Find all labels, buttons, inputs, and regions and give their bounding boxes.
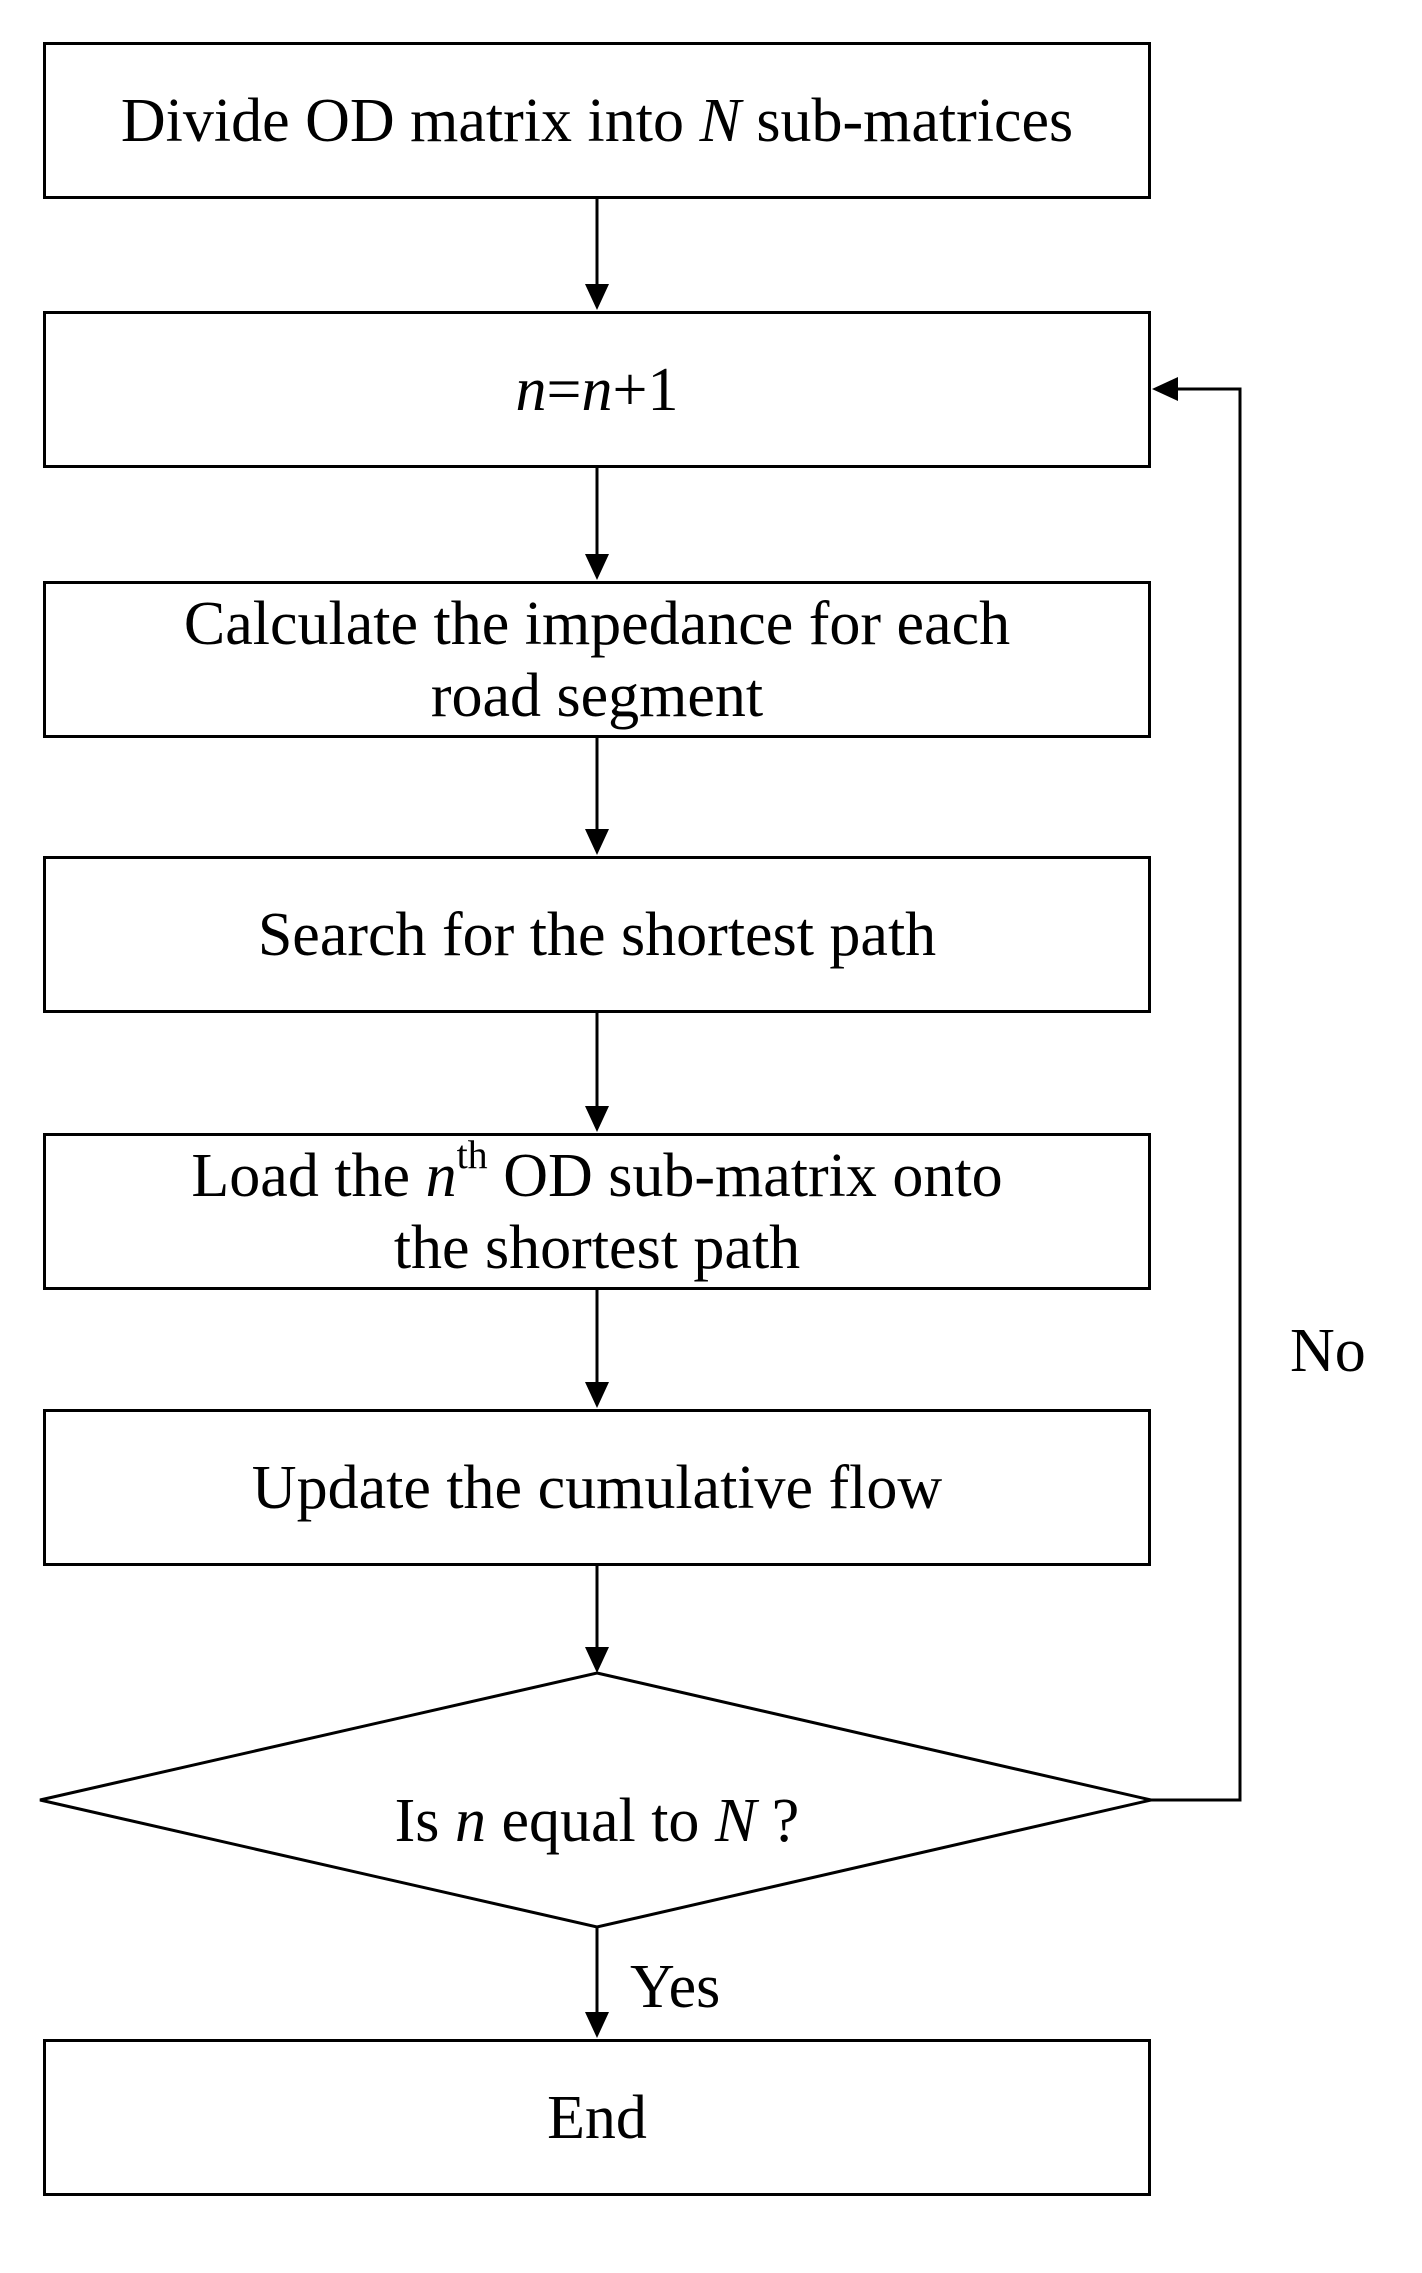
step-load-text-after: OD sub-matrix onto bbox=[487, 1141, 1003, 1210]
step-impedance-box: Calculate the impedance for each road se… bbox=[43, 581, 1151, 738]
decision-text-after: ? bbox=[756, 1787, 800, 1855]
arrow-update-to-decision bbox=[585, 1566, 609, 1673]
step-increment-var2: n bbox=[581, 355, 613, 424]
step-search-box: Search for the shortest path bbox=[43, 856, 1151, 1013]
step-increment-box: n=n+1 bbox=[43, 311, 1151, 468]
arrow-load-to-update bbox=[585, 1290, 609, 1408]
arrow-yes-to-end bbox=[585, 1927, 609, 2038]
step-divide-text-before: Divide OD matrix into bbox=[120, 86, 700, 155]
decision-text-before: Is bbox=[394, 1787, 455, 1855]
step-increment-eq: = bbox=[546, 355, 582, 424]
arrow-impedance-to-search bbox=[585, 738, 609, 855]
step-impedance-line1: Calculate the impedance for each bbox=[183, 589, 1011, 658]
step-end-box: End bbox=[43, 2039, 1151, 2196]
step-divide-var: N bbox=[699, 86, 741, 155]
step-search-label: Search for the shortest path bbox=[257, 900, 937, 969]
step-end-label: End bbox=[547, 2083, 647, 2152]
decision-var-N: N bbox=[714, 1787, 757, 1855]
step-load-line2: the shortest path bbox=[393, 1213, 801, 1282]
step-load-label: Load the nth OD sub-matrix onto the shor… bbox=[191, 1134, 1003, 1284]
arrow-no-loop-to-increment bbox=[1151, 377, 1242, 1802]
step-divide-text-after: sub-matrices bbox=[740, 86, 1074, 155]
arrow-divide-to-increment bbox=[585, 199, 609, 310]
branch-label-yes: Yes bbox=[630, 1953, 721, 2021]
step-update-box: Update the cumulative flow bbox=[43, 1409, 1151, 1566]
step-divide-label: Divide OD matrix into N sub-matrices bbox=[121, 85, 1073, 157]
decision-label: Is n equal to N ? bbox=[43, 1785, 1151, 1857]
step-load-text-before: Load the bbox=[191, 1141, 426, 1210]
step-load-box: Load the nth OD sub-matrix onto the shor… bbox=[43, 1133, 1151, 1290]
step-load-var: n bbox=[425, 1141, 457, 1210]
branch-label-no: No bbox=[1290, 1317, 1366, 1385]
step-load-sup: th bbox=[456, 1131, 488, 1177]
step-impedance-label: Calculate the impedance for each road se… bbox=[184, 588, 1010, 732]
step-impedance-line2: road segment bbox=[430, 661, 764, 730]
step-increment-var1: n bbox=[515, 355, 547, 424]
step-increment-plus-one: +1 bbox=[612, 355, 679, 424]
step-update-label: Update the cumulative flow bbox=[251, 1453, 943, 1522]
decision-text-middle: equal to bbox=[485, 1787, 715, 1855]
decision-var-n: n bbox=[454, 1787, 486, 1855]
step-increment-label: n=n+1 bbox=[516, 354, 679, 426]
step-load-line1: Load the nth OD sub-matrix onto bbox=[191, 1134, 1003, 1212]
step-divide-box: Divide OD matrix into N sub-matrices bbox=[43, 42, 1151, 199]
arrow-increment-to-impedance bbox=[585, 468, 609, 580]
arrow-search-to-load bbox=[585, 1013, 609, 1132]
